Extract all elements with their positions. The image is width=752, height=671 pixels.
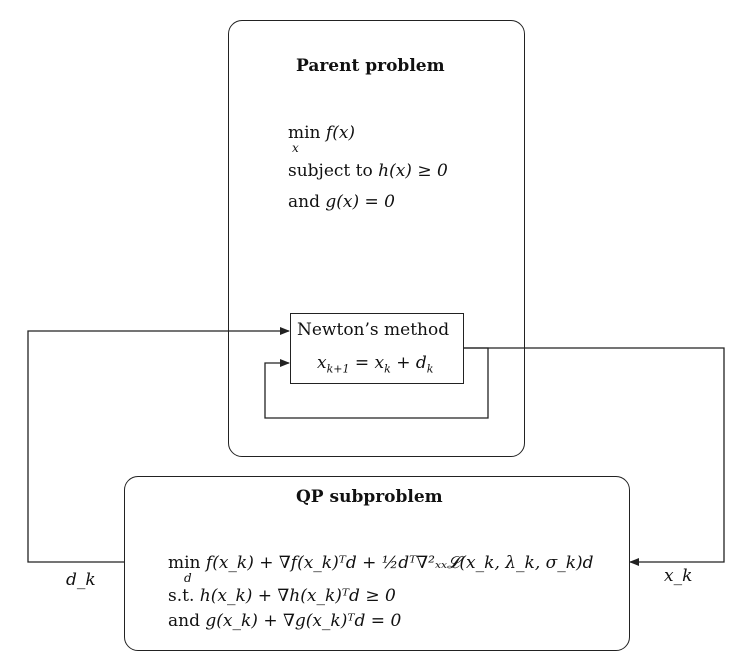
newton-method-box [290,313,464,384]
objective-expr: f(x) [325,123,356,143]
qp-objective: min f(x_k) + ∇f(x_k)ᵀd + ½dᵀ∇²ₓₓ𝓛(x_k, λ… [168,553,594,573]
parent-problem-box [228,20,525,457]
dk-arrow [27,327,290,563]
xk-label: x_k [664,566,693,586]
parent-inequality-constraint: subject to h(x) ≥ 0 [288,161,448,181]
newton-update-rule: xk+1 = xk + dk [317,353,434,376]
newton-loop-arrow [264,347,489,419]
qp-subproblem-box [124,476,630,651]
qp-min-subscript: d [184,571,192,585]
parent-equality-constraint: and g(x) = 0 [288,192,395,212]
newton-method-title: Newton’s method [297,320,450,340]
min-subscript: x [292,141,299,155]
dk-label: d_k [66,570,96,590]
parent-objective: min f(x) [288,125,355,142]
qp-equality-constraint: and g(x_k) + ∇g(x_k)ᵀd = 0 [168,611,402,631]
min-operator: min [288,123,321,143]
qp-inequality-constraint: s.t. h(x_k) + ∇h(x_k)ᵀd ≥ 0 [168,586,396,606]
qp-subproblem-title: QP subproblem [296,487,443,507]
xk-arrow [464,347,725,566]
parent-problem-title: Parent problem [296,56,445,76]
